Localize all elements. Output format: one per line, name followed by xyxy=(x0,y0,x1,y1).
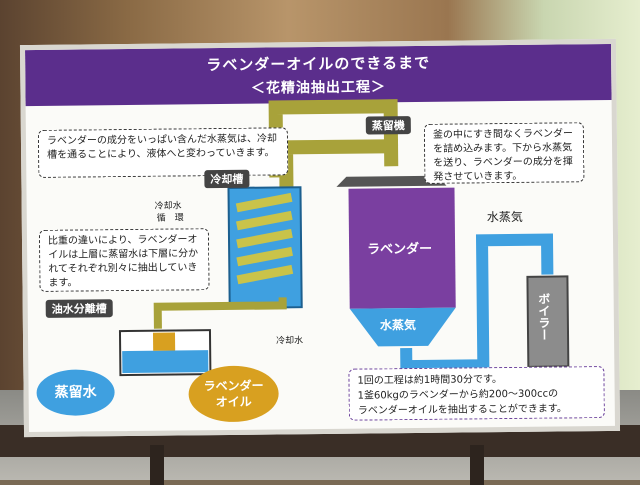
info-sign: ラベンダーオイルのできるまで ＜花精油抽出工程＞ ラベンダーの成分をいっぱい含ん… xyxy=(19,38,621,438)
summary-line-3: ラベンダーオイルを抽出することができます。 xyxy=(357,403,567,417)
boiler-label: ボイラー xyxy=(536,292,552,341)
condensate-pipe xyxy=(153,297,287,329)
still-content-label: ラベンダー xyxy=(367,241,433,258)
distilled-water-label: 蒸留水 xyxy=(54,384,97,401)
lavender-oil-label-2: オイル xyxy=(215,394,252,410)
separator-label: 油水分離槽 xyxy=(45,299,113,318)
condenser-coil xyxy=(235,192,294,285)
condenser-note-text: ラベンダーの成分をいっぱい含んだ水蒸気は、冷却槽を通ることにより、液体へと変わっ… xyxy=(46,133,278,161)
separator-water-layer xyxy=(122,350,209,374)
steam-label: 水蒸気 xyxy=(486,209,523,225)
separator-oil-layer xyxy=(152,332,176,351)
lavender-oil-label-1: ラベンダー xyxy=(203,378,264,394)
separator-note: 比重の違いにより、ラベンダーオイルは上層に蒸留水は下層に分かれてそれぞれ別々に抽… xyxy=(38,228,210,292)
still-note: 釜の中にすき間なくラベンダーを詰め込みます。下から水蒸気を送り、ラベンダーの成分… xyxy=(423,122,585,184)
still-lid xyxy=(336,175,447,187)
still-label: 蒸留機 xyxy=(365,116,411,135)
still-body xyxy=(348,187,456,309)
still-steam-label: 水蒸気 xyxy=(379,318,417,333)
still-note-text: 釜の中にすき間なくラベンダーを詰め込みます。下から水蒸気を送り、ラベンダーの成分… xyxy=(432,128,574,183)
summary-note: 1回の工程は約1時間30分です。 1釜60kgのラベンダーから約200～300c… xyxy=(348,366,605,421)
cooling-water-label: 冷却水 xyxy=(276,336,304,347)
steam-pipe xyxy=(400,233,554,373)
condenser-note: ラベンダーの成分をいっぱい含んだ水蒸気は、冷却槽を通ることにより、液体へと変わっ… xyxy=(37,127,289,178)
separator-note-text: 比重の違いにより、ラベンダーオイルは上層に蒸留水は下層に分かれてそれぞれ別々に抽… xyxy=(47,234,199,289)
cooling-water-circ-label-2: 循 環 xyxy=(156,213,184,224)
easel-leg-left xyxy=(150,445,164,485)
still-bottom xyxy=(349,307,456,347)
condenser-label: 冷却槽 xyxy=(204,169,250,189)
easel-leg-right xyxy=(470,445,484,485)
